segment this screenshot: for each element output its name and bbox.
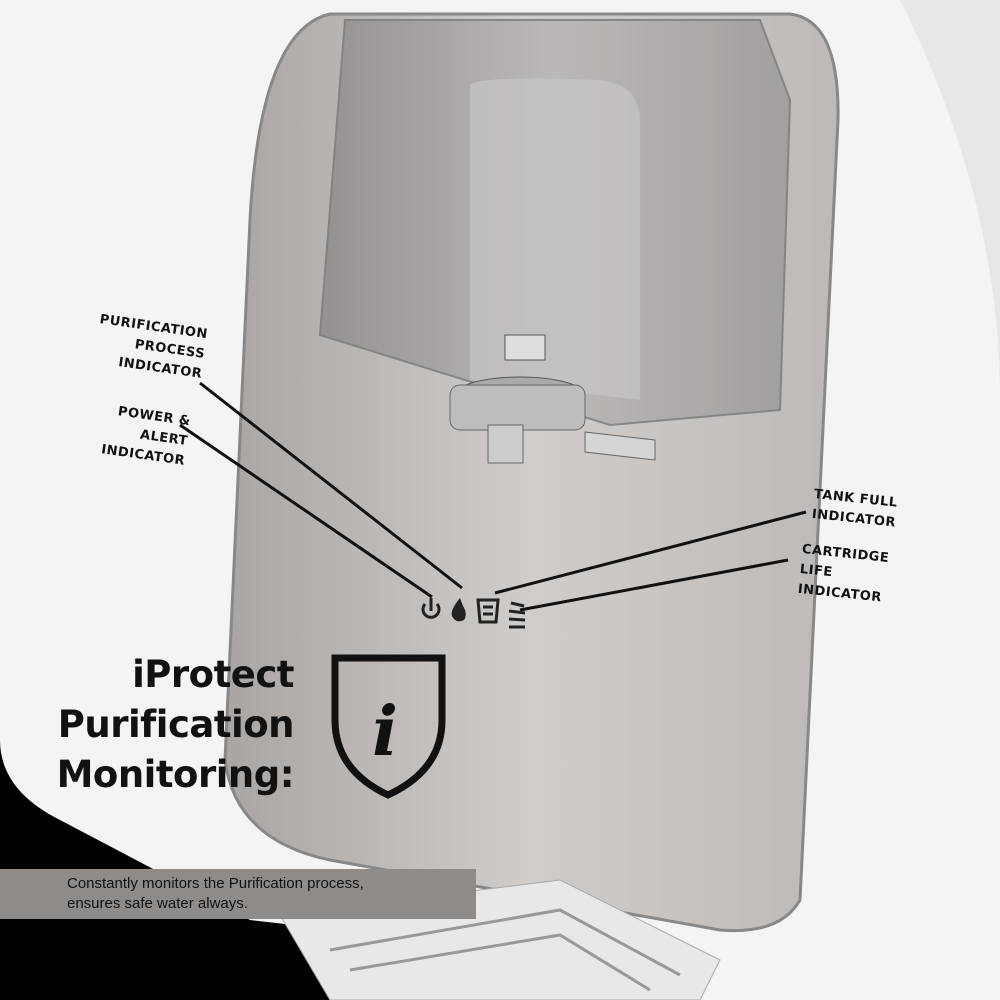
caption-text: Constantly monitors the Purification pro…: [67, 874, 364, 914]
heading-line: Purification: [57, 703, 295, 746]
svg-text:i: i: [372, 692, 398, 772]
tap: [449, 334, 656, 464]
caption-bar: Constantly monitors the Purification pro…: [0, 869, 476, 919]
cartridge-icon: [508, 601, 526, 629]
caption-line: Constantly monitors the Purification pro…: [67, 875, 364, 892]
caption-line: ensures safe water always.: [67, 895, 248, 912]
cartridge-life-label: CARTRIDGE LIFE INDICATOR: [797, 540, 890, 609]
water-drop-icon: [451, 598, 466, 622]
tank-icon: [476, 598, 500, 624]
power-icon: [421, 598, 441, 619]
heading-line: iProtect: [132, 653, 294, 696]
shield-info-icon: i: [331, 654, 446, 799]
feature-heading: iProtect Purification Monitoring:: [56, 650, 295, 800]
heading-line: Monitoring:: [56, 753, 295, 796]
